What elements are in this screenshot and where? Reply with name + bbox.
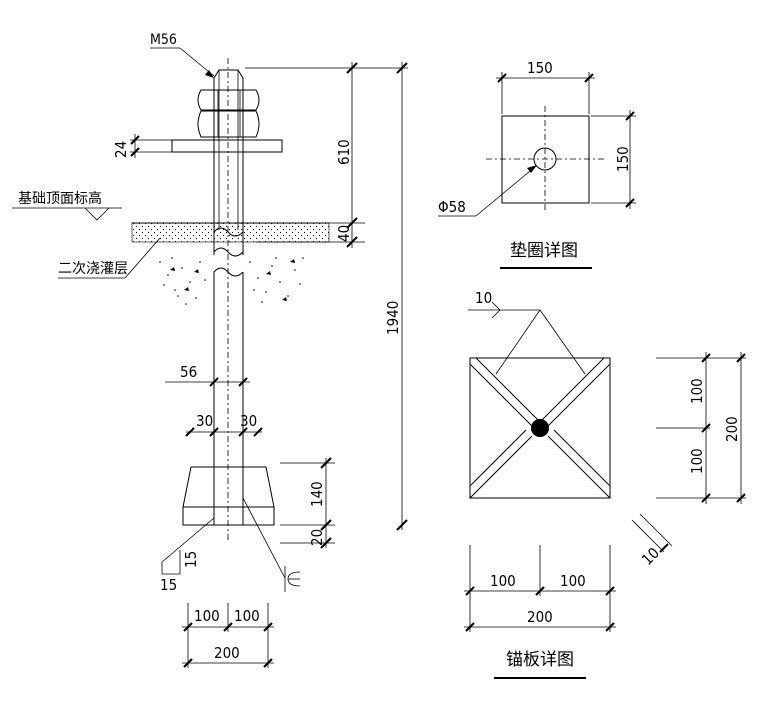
plate-half-left-dim: 100 xyxy=(490,572,516,590)
upper-nut xyxy=(197,89,260,111)
washer-height-dim: 150 xyxy=(614,146,632,172)
bolt-elevation: M56 24 基础顶面标高 二次浇灌层 610 40 1940 xyxy=(12,32,408,668)
washer-thk-dim: 24 xyxy=(112,141,130,158)
plate-width-dim: 200 xyxy=(527,608,553,626)
plate-thk-dim: 20 xyxy=(308,529,326,546)
grout-thk-dim: 40 xyxy=(335,225,353,242)
nut-height-dim: 610 xyxy=(335,139,353,165)
half-top-dim: 100 xyxy=(688,378,706,404)
half-bottom-dim: 100 xyxy=(688,448,706,474)
washer-detail: 150 150 Φ58 垫圈详图 xyxy=(438,59,636,269)
half-left-dim: 100 xyxy=(194,607,220,625)
weld-leg-h: 15 xyxy=(160,576,177,594)
anchor-plate-square xyxy=(469,357,611,499)
washer-width-dim: 150 xyxy=(527,59,553,77)
grout-layer xyxy=(131,222,330,243)
anchor-plate-detail: 10 100 100 200 10 100 100 200 锚板详 xyxy=(464,289,746,679)
half-right-dim: 100 xyxy=(234,607,260,625)
rib-left-dim: 30 xyxy=(196,412,213,430)
anchor-plate xyxy=(182,506,275,526)
plate-width-dim: 200 xyxy=(214,644,240,662)
concrete-speckle xyxy=(159,257,304,305)
anchor-base xyxy=(182,466,275,508)
weld-size-label: 10 xyxy=(475,289,492,307)
plate-half-right-dim: 100 xyxy=(560,572,586,590)
washer-plate xyxy=(171,139,283,153)
anchor-plate-title: 锚板详图 xyxy=(506,650,574,670)
base-height-dim: 140 xyxy=(308,481,326,507)
plate-height-dim: 200 xyxy=(723,416,741,442)
washer-detail-title: 垫圈详图 xyxy=(510,241,578,261)
foundation-label: 基础顶面标高 xyxy=(18,190,102,207)
rod-dia-dim: 56 xyxy=(180,363,197,381)
weld-leg-v: 15 xyxy=(182,551,200,568)
hole-dia-label: Φ58 xyxy=(438,198,466,216)
rod-section xyxy=(531,419,549,437)
lower-nut xyxy=(197,110,260,138)
thread-label: M56 xyxy=(150,32,177,48)
washer-square xyxy=(501,115,590,204)
rib-right-dim: 30 xyxy=(240,412,257,430)
grout-label: 二次浇灌层 xyxy=(58,261,128,277)
total-length-dim: 1940 xyxy=(384,301,402,335)
